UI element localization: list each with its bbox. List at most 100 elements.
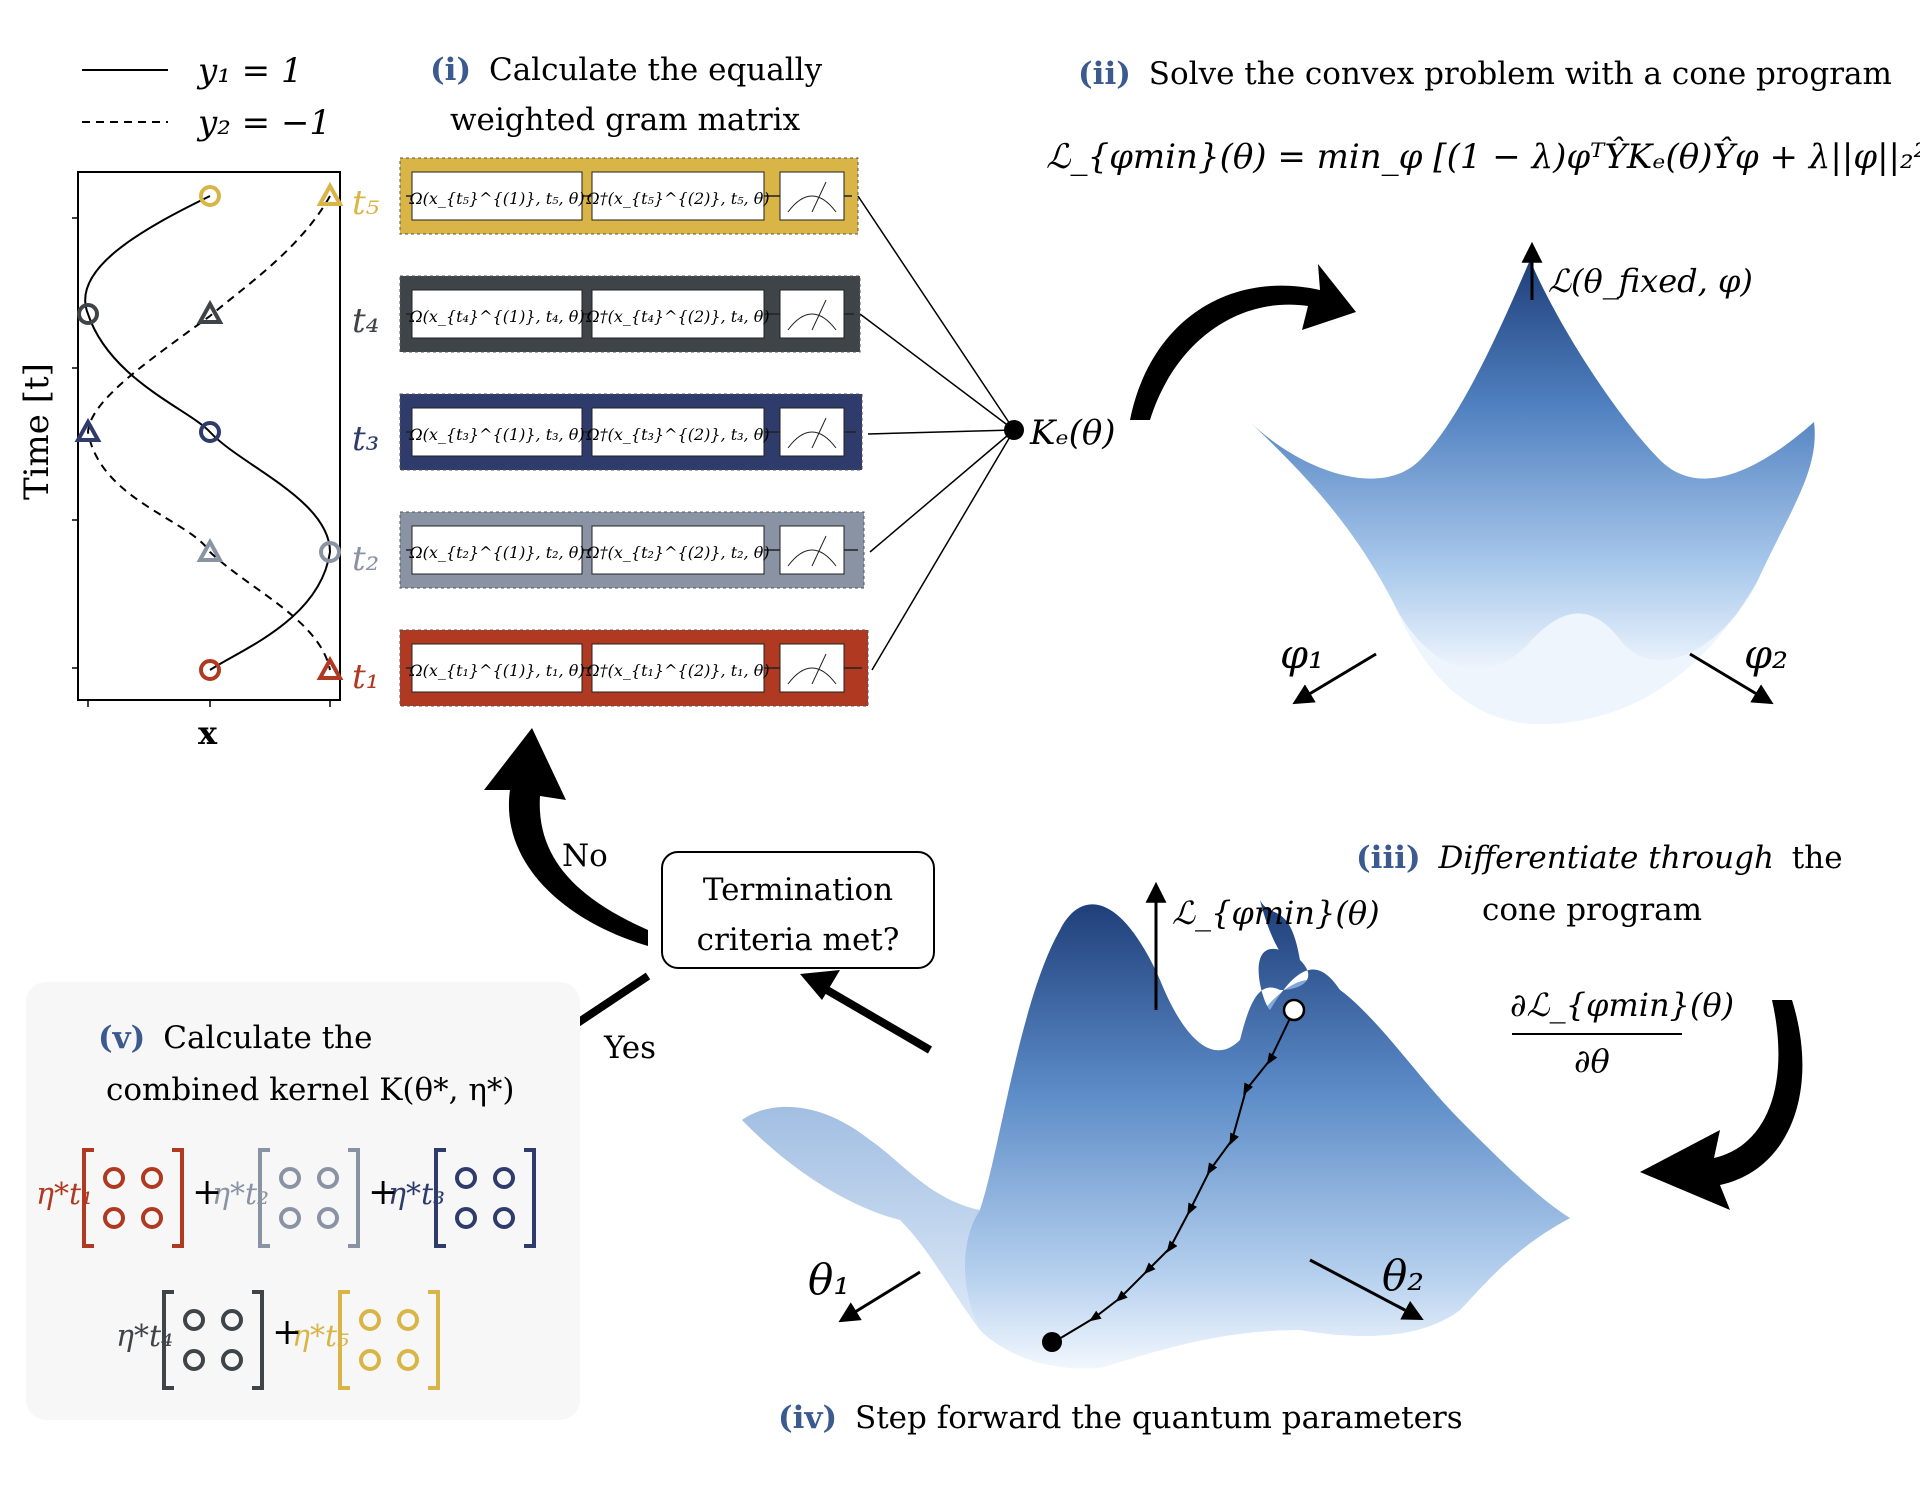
phi1-label: φ₁: [1280, 632, 1324, 678]
marker-t3-circle: [199, 421, 221, 443]
marker-t2-circle: [319, 541, 341, 563]
label-no: No: [562, 838, 608, 874]
measurement-icon: [787, 653, 837, 685]
path-end: [1042, 1332, 1062, 1352]
landscape-front: [965, 900, 1570, 1369]
matrix-entry: [317, 1207, 339, 1229]
termination-line1: Termination: [703, 872, 893, 908]
matrix-entry: [317, 1167, 339, 1189]
adjoint-gate-label: Ω†(x_{t₅}^{(2)}, t₅, θ): [585, 189, 769, 208]
phi2-label: φ₂: [1744, 632, 1788, 678]
kernel-label: Kₑ(θ): [1029, 413, 1116, 453]
matrix-entry: [183, 1309, 205, 1331]
path-start: [1282, 998, 1306, 1022]
step-iii-rest: the: [1792, 840, 1843, 876]
time-label-t5: t₅: [352, 183, 380, 223]
encoding-gate-box: [411, 525, 583, 575]
marker-t1-circle: [199, 659, 221, 681]
theta2-label: θ₂: [1382, 1251, 1424, 1300]
matrix-entry: [103, 1167, 125, 1189]
step-v-line1: Calculate the: [163, 1020, 372, 1056]
marker-t4-circle: [77, 303, 99, 325]
marker-t1-triangle: [316, 655, 344, 680]
step-iii-line2: cone program: [1482, 892, 1702, 928]
step-iv-text: Step forward the quantum parameters: [855, 1400, 1463, 1436]
step-ii-text: Solve the convex problem with a cone pro…: [1149, 56, 1892, 92]
measurement-icon: [787, 535, 837, 567]
matrix-entry: [103, 1207, 125, 1229]
adjoint-gate-label: Ω†(x_{t₃}^{(2)}, t₃, θ): [585, 425, 769, 444]
svg-text:(i) Calculate the equall: (i) Calculate the equally: [430, 52, 823, 88]
adjoint-gate-label: Ω†(x_{t₁}^{(2)}, t₁, θ): [585, 661, 769, 680]
landscape-axis-label: ℒ_{φmin}(θ): [1172, 894, 1380, 932]
step-iv-num: (iv): [778, 1400, 837, 1436]
time-label-t1: t₁: [352, 657, 379, 697]
theta2-axis: [1309, 1258, 1424, 1320]
marker-t4-triangle: [196, 299, 224, 324]
step-i-line2: weighted gram matrix: [450, 102, 801, 138]
matrix-entry: [359, 1349, 381, 1371]
matrix-brackets: [82, 1148, 184, 1248]
matrix-entry: [141, 1207, 163, 1229]
step-iii-title: (iii) Differentiate through the cone pro…: [1356, 840, 1843, 1080]
matrix-entry: [359, 1309, 381, 1331]
encoding-gate-box: [411, 171, 583, 221]
label-yes: Yes: [603, 1030, 656, 1066]
plot-ylabel: Time [t]: [17, 363, 57, 500]
step-ii-title: (ii) Solve the convex problem with a con…: [1046, 56, 1920, 177]
measurement-icon: [787, 181, 837, 213]
adjoint-gate-label: Ω†(x_{t₄}^{(2)}, t₄, θ): [585, 307, 769, 326]
phi1-axis: [1292, 652, 1377, 705]
step-iii-num: (iii): [1356, 840, 1421, 876]
optimization-path: [1053, 1009, 1295, 1343]
adjoint-gate-box: [591, 171, 765, 221]
matrix-entry: [397, 1309, 419, 1331]
circuit-row-4: Ω(x_{t₄}^{(1)}, t₄, θ)Ω†(x_{t₄}^{(2)}, t…: [399, 275, 861, 353]
matrix-brackets: [434, 1148, 536, 1248]
adjoint-gate-box: [591, 407, 765, 457]
gradient-denominator: ∂θ: [1574, 1042, 1610, 1080]
encoding-gate-box: [411, 289, 583, 339]
solid-curve: [84, 195, 332, 671]
arrow-to-landscape: [1640, 1000, 1803, 1210]
matrix-entry: [455, 1207, 477, 1229]
time-labels: t₅ t₄ t₃ t₂ t₁: [352, 183, 380, 697]
matrix-entry: [141, 1167, 163, 1189]
svg-text:(v) Calculate the: (v) Calculate the: [98, 1020, 372, 1056]
termination-box: Termination criteria met?: [661, 851, 935, 969]
weighted-matrix-3: η*t₃: [388, 1148, 536, 1248]
theta1-label: θ₁: [808, 1255, 850, 1304]
step-v-line2: combined kernel K(θ*, η*): [106, 1072, 515, 1108]
measurement-icon: [787, 299, 837, 331]
svg-text:(iii) Differentiate thro: (iii) Differentiate through the: [1356, 840, 1843, 876]
encoding-gate-label: Ω(x_{t₂}^{(1)}, t₂, θ): [408, 543, 584, 562]
weighted-matrix-2: η*t₂: [212, 1148, 360, 1248]
time-plot: Time [t] x: [17, 171, 344, 752]
marker-t2-triangle: [196, 537, 224, 562]
matrix-entry: [221, 1349, 243, 1371]
arrow-to-termination: [817, 982, 933, 1054]
circuit-row-3: Ω(x_{t₃}^{(1)}, t₃, θ)Ω†(x_{t₃}^{(2)}, t…: [399, 393, 863, 471]
loss-landscape: ℒ_{φmin}(θ) θ₁ θ₂: [742, 881, 1570, 1369]
circuit-row-1: Ω(x_{t₁}^{(1)}, t₁, θ)Ω†(x_{t₁}^{(2)}, t…: [399, 629, 869, 707]
step-iii-italic: Differentiate through: [1438, 840, 1774, 876]
termination-line2: criteria met?: [697, 922, 900, 958]
legend-y2: y₂ = −1: [196, 103, 331, 143]
matrix-entry: [221, 1309, 243, 1331]
step-i-num: (i): [430, 52, 471, 88]
matrix-entry: [279, 1167, 301, 1189]
svg-text:(ii) Solve the convex pr: (ii) Solve the convex problem with a con…: [1078, 56, 1892, 92]
circuit-rows: Ω(x_{t₅}^{(1)}, t₅, θ)Ω†(x_{t₅}^{(2)}, t…: [399, 157, 869, 707]
adjoint-gate-box: [591, 289, 765, 339]
gradient-numerator: ∂ℒ_{φmin}(θ): [1510, 986, 1734, 1024]
adjoint-gate-label: Ω†(x_{t₂}^{(2)}, t₂, θ): [585, 543, 769, 562]
matrix-entry: [183, 1349, 205, 1371]
weighted-matrix-4: η*t₄: [116, 1290, 264, 1390]
step-i-line1: Calculate the equally: [489, 52, 823, 88]
svg-text:(iv) Step forward the quan: (iv) Step forward the quantum parameters: [778, 1400, 1463, 1436]
kernel-node: [1004, 420, 1024, 440]
step-ii-formula: ℒ_{φmin}(θ) = min_φ [(1 − λ)φᵀŶKₑ(θ)Ŷφ +…: [1046, 136, 1920, 177]
time-label-t3: t₃: [352, 419, 379, 459]
step-v-panel: (v) Calculate the combined kernel K(θ*, …: [26, 982, 580, 1420]
